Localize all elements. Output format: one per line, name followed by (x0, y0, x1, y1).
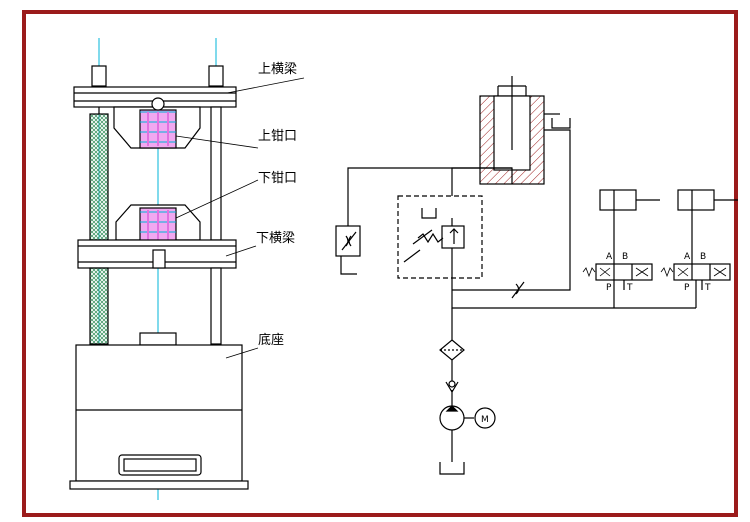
label-base: 底座 (258, 332, 284, 348)
relief-valve-block (397, 195, 483, 279)
leader-lower-jaw (175, 179, 259, 219)
relief-valve (403, 208, 465, 300)
leader-upper-jaw (175, 135, 259, 149)
upper-jaw (139, 97, 177, 149)
valve1-port-a: A (606, 252, 613, 262)
testing-machine (69, 38, 305, 500)
valve2-port-p: P (684, 283, 690, 293)
label-lower-jaw: 下钳口 (258, 171, 297, 186)
hydraulic-circuit (335, 76, 738, 475)
directional-valve-2 (660, 189, 738, 290)
leader-base (225, 347, 259, 359)
label-upper-jaw: 上钳口 (258, 129, 297, 144)
return-throttle (511, 281, 525, 299)
label-upper-beam: 上横梁 (258, 62, 297, 77)
motor (474, 407, 496, 429)
valve1-port-t: T (626, 283, 633, 293)
left-column-lower (89, 267, 109, 345)
valve2-port-a: A (684, 252, 691, 262)
leader-lower-beam (225, 245, 257, 257)
directional-valve-1 (582, 189, 660, 290)
valve1-port-p: P (606, 283, 612, 293)
left-column-upper (89, 113, 109, 241)
top-nut-left (91, 65, 107, 87)
check-valve (445, 380, 459, 406)
motor-label: M (481, 415, 489, 425)
right-column-lower (210, 267, 222, 345)
label-lower-beam: 下横梁 (256, 231, 295, 246)
pump (439, 405, 474, 475)
valve2-port-b: B (700, 252, 706, 262)
outer-frame (22, 10, 738, 517)
valve1-port-b: B (622, 252, 628, 262)
leader-upper-beam (226, 77, 305, 94)
left-throttle (335, 225, 361, 275)
top-nut-right (208, 65, 224, 87)
right-column-upper (210, 106, 222, 241)
valve2-port-t: T (704, 283, 711, 293)
filter (439, 339, 465, 382)
